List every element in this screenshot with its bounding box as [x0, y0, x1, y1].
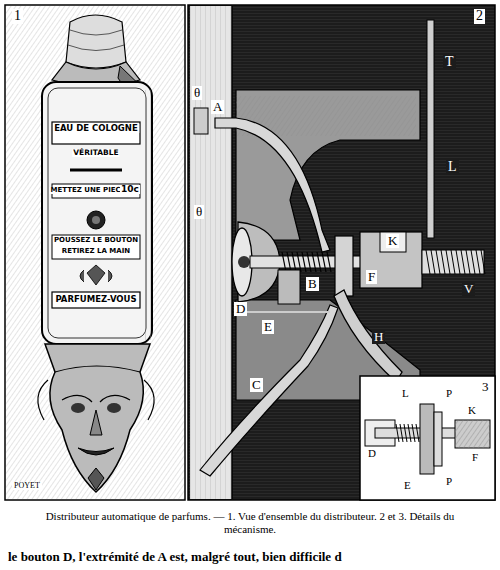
part-letter: K	[386, 234, 399, 248]
thread-stroke	[396, 424, 399, 442]
thread-stroke	[426, 250, 430, 274]
thread-stroke	[307, 252, 311, 272]
thread-stroke	[327, 252, 331, 272]
thread-stroke	[481, 250, 485, 274]
part-letter: θ	[192, 86, 202, 100]
thread-stroke	[292, 252, 296, 272]
part-letter: P	[444, 388, 454, 400]
figure-caption: Distributeur automatique de parfums. — 1…	[25, 510, 475, 536]
part-letter: T	[443, 55, 456, 70]
thread-stroke	[451, 250, 455, 274]
thread-stroke	[312, 252, 316, 272]
callout-number: 1	[12, 9, 23, 24]
part-letter: D	[366, 448, 378, 460]
thread-stroke	[436, 250, 440, 274]
thread-stroke	[404, 424, 407, 442]
price-label: 10c	[120, 185, 140, 194]
signature: POYET	[12, 482, 42, 490]
part-letter: H	[372, 330, 385, 344]
bottle-label: EAU DE COLOGNE	[53, 124, 139, 133]
part-letter: L	[400, 388, 411, 400]
thread-stroke	[446, 250, 450, 274]
bottle-label: POUSSEZ LE BOUTON	[53, 237, 139, 244]
callout-number: 2	[474, 9, 485, 24]
thread-stroke	[466, 250, 470, 274]
part-letter: θ	[194, 205, 204, 219]
part-letter: V	[462, 282, 475, 296]
bottle-label: METTEZ UNE PIECE	[50, 187, 127, 194]
part-letter: L	[446, 160, 459, 175]
panel-one	[5, 5, 185, 500]
thread-stroke	[431, 250, 435, 274]
thread-stroke	[416, 424, 419, 442]
part-letter: A	[211, 100, 224, 114]
thread-stroke	[287, 252, 291, 272]
thread-stroke	[282, 252, 286, 272]
thread-stroke	[476, 250, 480, 274]
part-letter: D	[234, 302, 247, 316]
part-letter: B	[306, 277, 319, 291]
thread-stroke	[322, 252, 326, 272]
part-letter: E	[262, 320, 274, 334]
part-letter: F	[366, 270, 377, 284]
part-letter: C	[250, 378, 263, 392]
thread-stroke	[456, 250, 460, 274]
part-letter: E	[402, 480, 413, 492]
thread-stroke	[408, 424, 411, 442]
thread-stroke	[400, 424, 403, 442]
part-letter: F	[470, 452, 480, 464]
bottle-label: RETIREZ LA MAIN	[61, 248, 131, 255]
part-letter: K	[466, 405, 478, 417]
part-letter: P	[444, 476, 454, 488]
body-text: le bouton D, l'extrémité de A est, malgr…	[8, 550, 342, 564]
panel-three	[360, 376, 495, 500]
bottle-label: PARFUMEZ-VOUS	[54, 295, 137, 304]
thread-stroke	[297, 252, 301, 272]
bottle-label: VÉRITABLE	[72, 149, 119, 157]
thread-stroke	[412, 424, 415, 442]
panel-two	[188, 5, 495, 500]
thread-stroke	[461, 250, 465, 274]
thread-stroke	[441, 250, 445, 274]
callout-number: 3	[480, 380, 491, 394]
thread-stroke	[317, 252, 321, 272]
thread-stroke	[471, 250, 475, 274]
thread-stroke	[302, 252, 306, 272]
